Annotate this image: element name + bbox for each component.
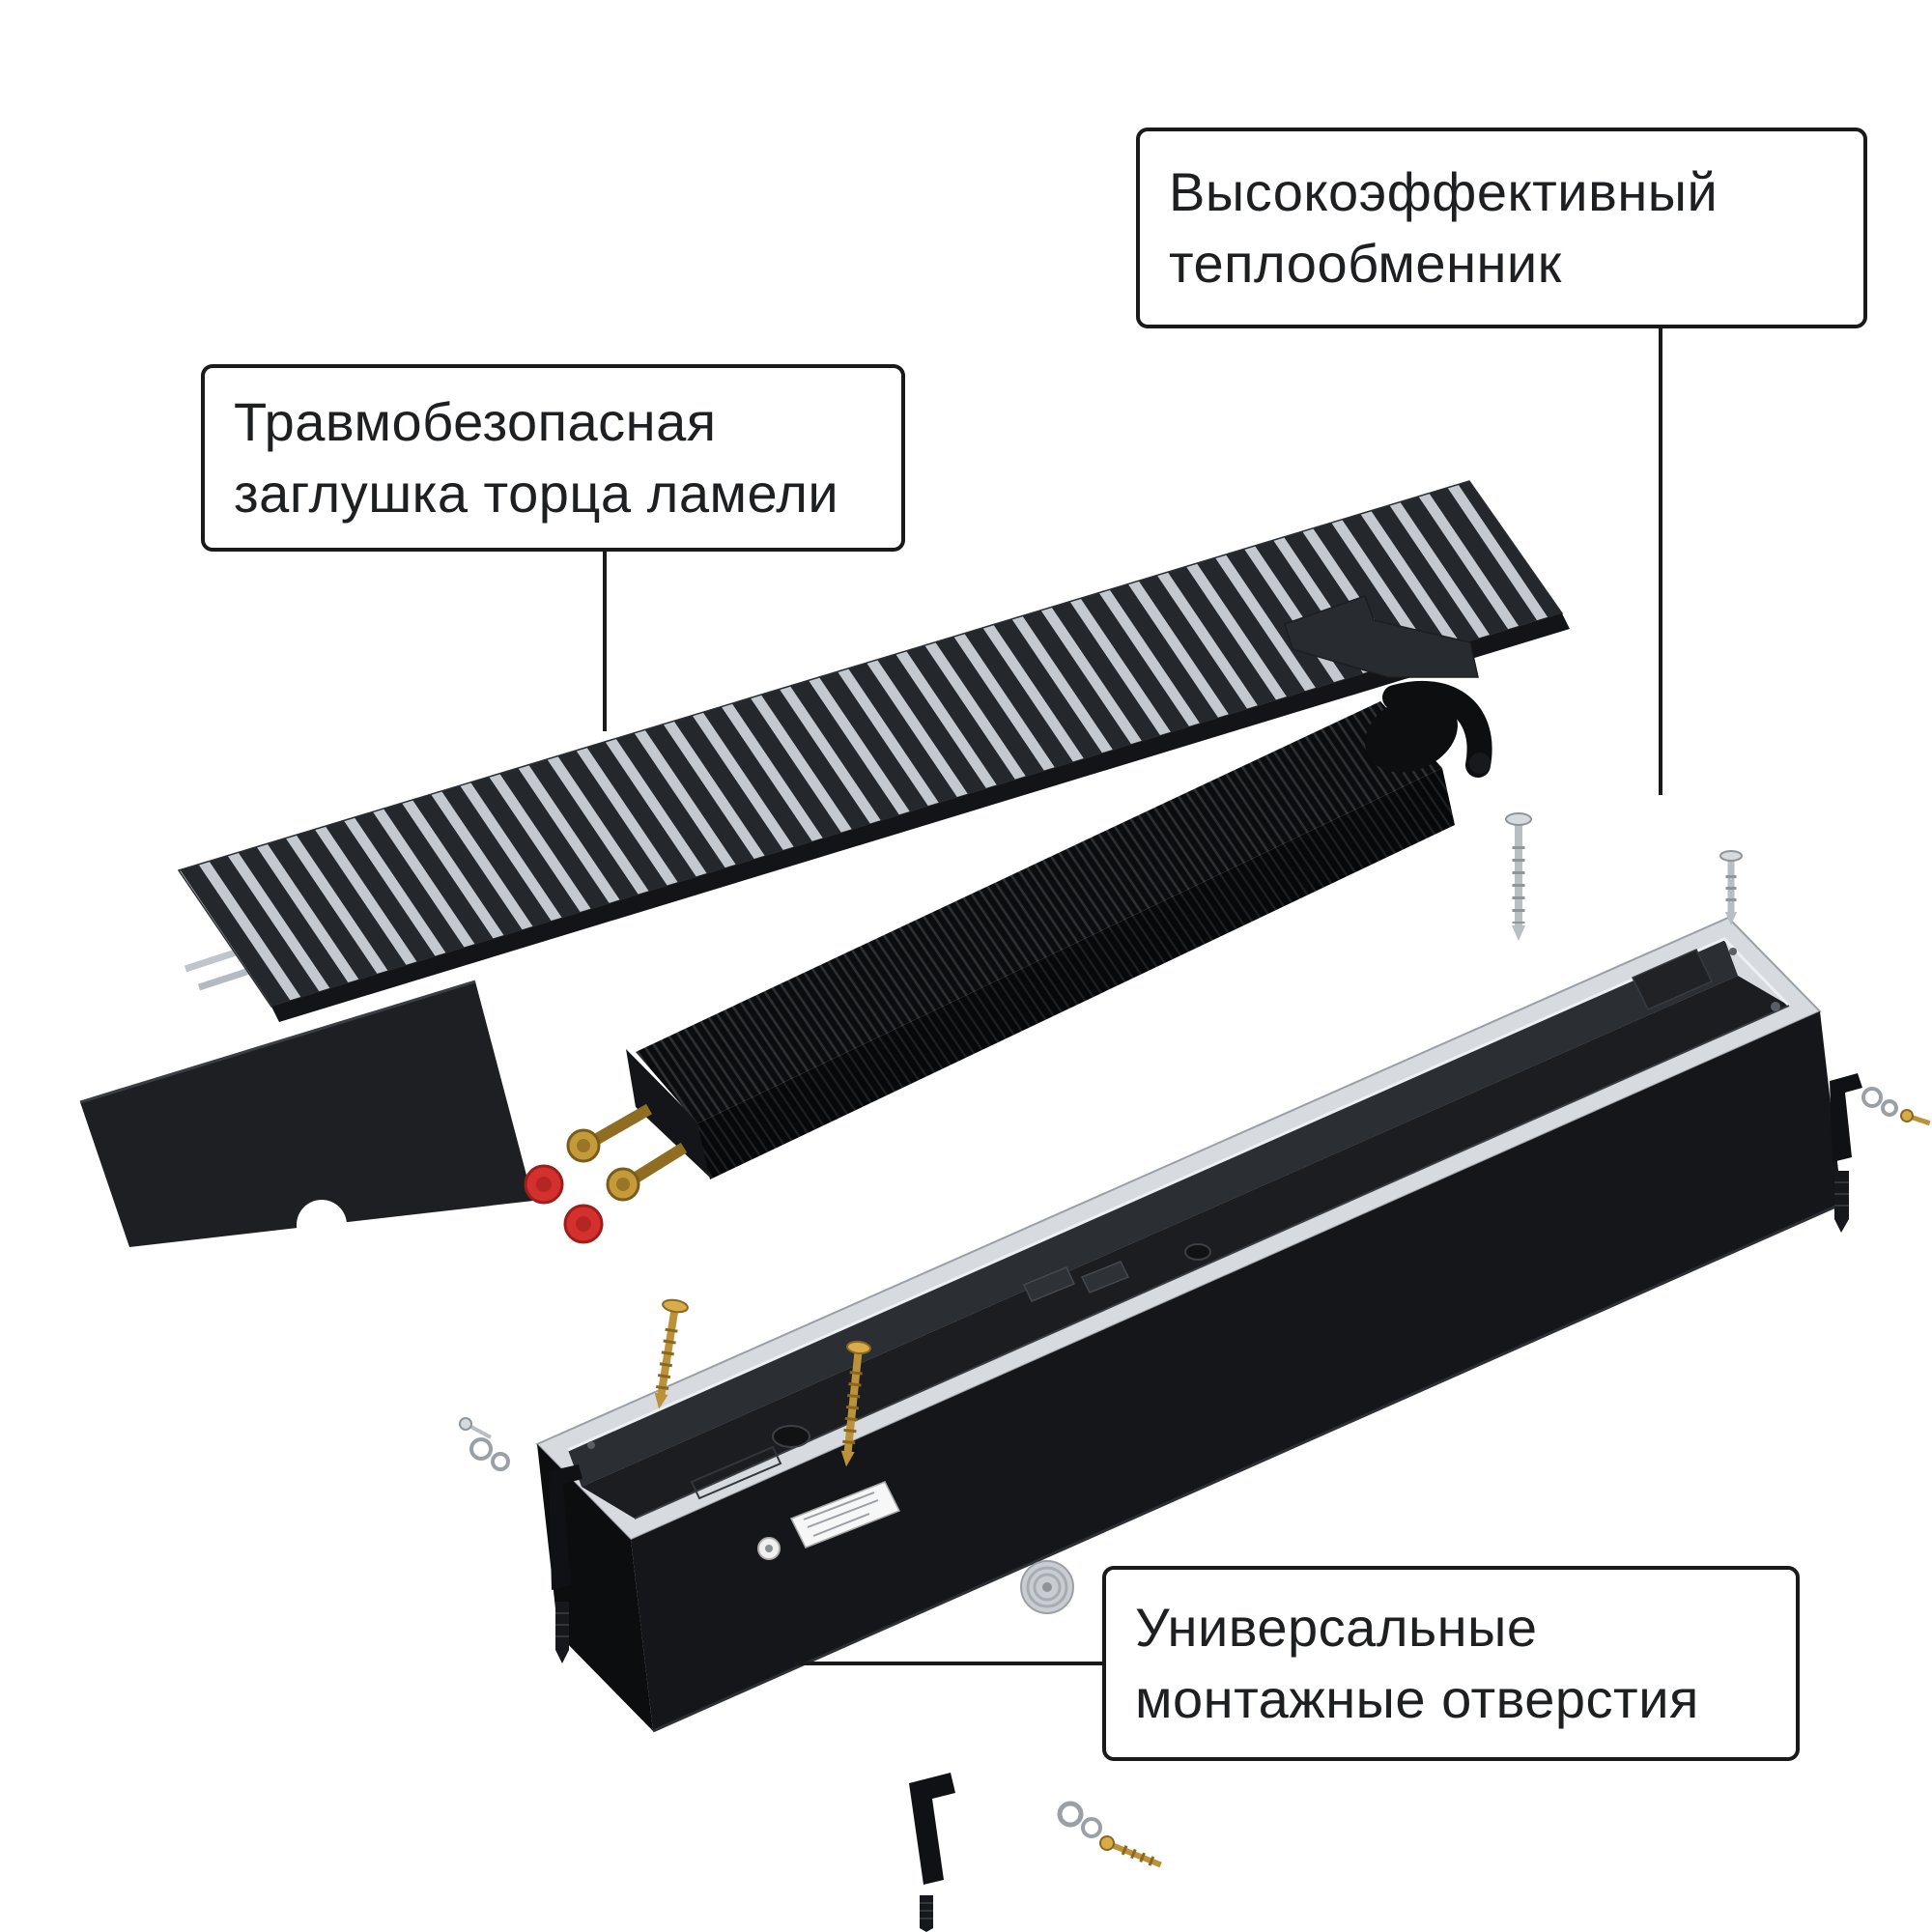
- screw-small-silver-icon: [459, 1417, 492, 1439]
- washer-icon: [1057, 1801, 1084, 1828]
- washer-icon: [1881, 1099, 1898, 1117]
- heat-exchanger-fins-front: [697, 768, 1455, 1179]
- heat-exchanger-fins-top: [636, 701, 1442, 1123]
- screw-small-golden-icon: [1900, 1109, 1931, 1126]
- washer-icon: [1081, 1817, 1102, 1838]
- mounting-bracket-left: [549, 1464, 582, 1663]
- end-cap-notch: [297, 1200, 347, 1250]
- floor-mounting-hole: [772, 1425, 810, 1448]
- interior-divider-bracket: [1022, 1266, 1076, 1302]
- red-cap-center: [536, 1177, 552, 1192]
- callout-lamella-end-plug: Травмобезопасная заглушка торца ламели: [201, 364, 905, 552]
- outlet-valve-nut-center: [616, 1178, 630, 1191]
- end-cap-plate: [79, 980, 533, 1250]
- screw-golden-icon: [840, 1340, 871, 1467]
- washer-icon: [1861, 1087, 1883, 1108]
- interior-divider-bracket: [1080, 1261, 1130, 1293]
- heat-exchanger-bend-tube: [1382, 680, 1492, 778]
- rim-hole-icon: [1771, 1002, 1780, 1011]
- grille-end-bracket: [1284, 595, 1479, 678]
- rim-inner-highlight: [567, 937, 1791, 1452]
- inner-wall-slot: [690, 1445, 782, 1500]
- grille-front-edge: [271, 613, 1570, 1022]
- heat-exchanger-end-tube: [1365, 696, 1458, 773]
- end-cap-surface: [80, 981, 533, 1247]
- screw-small-golden-icon: [1099, 1835, 1162, 1868]
- inlet-valve-nut-center: [577, 1139, 590, 1152]
- casing-floor: [582, 976, 1789, 1519]
- sticker-text-line: [803, 1492, 875, 1520]
- sticker-text-line: [812, 1513, 870, 1537]
- mounting-hardware: [459, 812, 1931, 1932]
- screw-golden-icon: [654, 1298, 689, 1409]
- end-cap-highlight: [79, 980, 476, 1104]
- callout-text: монтажные отверстия: [1135, 1668, 1699, 1729]
- callout-text: заглушка торца ламели: [234, 463, 839, 524]
- interior-end-bracket: [1631, 949, 1714, 1010]
- screw-silver-icon: [1505, 812, 1532, 941]
- round-logo-mark: [765, 1545, 773, 1552]
- callout-lines: [603, 328, 1662, 1665]
- heat-exchanger: [524, 680, 1492, 1244]
- mounting-bracket-bottom: [909, 1773, 955, 1932]
- label-sticker: [789, 1481, 901, 1548]
- rim-hole-icon: [1729, 948, 1737, 955]
- casing-front-face: [631, 1011, 1842, 1731]
- mounting-bracket-right: [1830, 1073, 1862, 1233]
- sticker-text-line: [807, 1499, 879, 1528]
- rim-hole-icon: [587, 1441, 595, 1449]
- screw-silver-icon: [1719, 850, 1743, 925]
- tube-tip: [1469, 753, 1491, 774]
- dust-plug-icon: [1020, 1560, 1074, 1614]
- callout-text: Универсальные: [1135, 1597, 1538, 1659]
- callout-heat-exchanger: Высокоэффективный теплообменник: [1136, 128, 1867, 328]
- washer-icon: [469, 1437, 493, 1461]
- callout-mounting-holes: Универсальные монтажные отверстия: [1102, 1566, 1800, 1761]
- heat-exchanger-end-face: [626, 1049, 710, 1178]
- grille: [177, 480, 1570, 1022]
- floor-mounting-hole: [1184, 1243, 1211, 1261]
- callout-text: Травмобезопасная: [234, 391, 717, 453]
- casing-bottom-edge: [652, 1202, 1843, 1733]
- red-cap-center: [576, 1216, 591, 1232]
- casing-left-face: [537, 1444, 653, 1731]
- rim-front-inner-edge: [634, 1005, 1790, 1520]
- callout-text: теплообменник: [1169, 233, 1562, 294]
- washer-icon: [491, 1452, 510, 1471]
- callout-text: Высокоэффективный: [1169, 161, 1719, 223]
